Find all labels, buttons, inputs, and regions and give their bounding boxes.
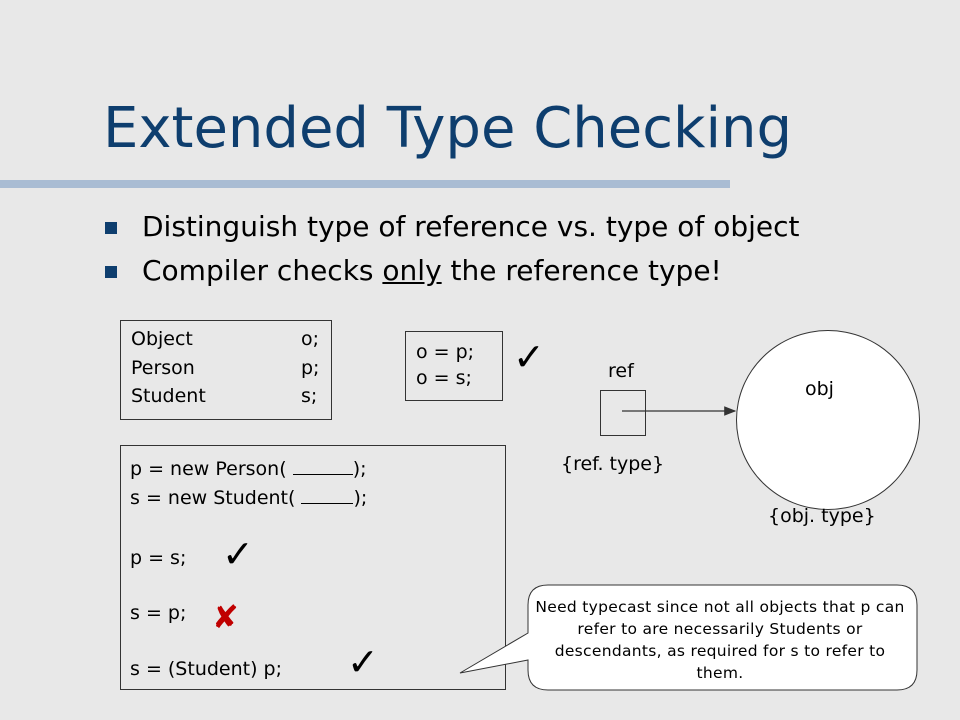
program-text: s = new Student(: [130, 487, 296, 509]
declaration-row: Object o;: [131, 327, 319, 352]
program-line: p = new Person( );: [130, 456, 367, 482]
check-mark-icon: ✓: [347, 640, 379, 684]
blank-placeholder: [292, 456, 353, 475]
program-box: p = new Person( ); s = new Student( ); p…: [120, 445, 506, 690]
program-line: s = (Student) p;: [130, 658, 283, 680]
program-text: );: [352, 458, 367, 480]
reference-box: [600, 390, 646, 436]
slide-title: Extended Type Checking: [103, 96, 793, 161]
check-mark-icon: ✓: [222, 532, 254, 576]
check-mark-icon: ✓: [513, 335, 545, 379]
assignments-box: o = p; o = s;: [405, 331, 503, 401]
declaration-type: Person: [131, 357, 195, 379]
declaration-var: o;: [301, 328, 320, 350]
square-bullet-icon: [105, 266, 117, 278]
declaration-row: Person p;: [131, 356, 319, 381]
ref-type-label: {ref. type}: [561, 453, 665, 475]
callout-text: Need typecast since not all objects that…: [535, 598, 905, 682]
obj-label: obj: [805, 378, 834, 400]
bullet-text-pre: Compiler checks: [142, 254, 383, 287]
bullet-text-emphasis: only: [382, 254, 442, 287]
ref-label: ref: [608, 360, 634, 382]
declaration-type: Object: [131, 328, 193, 350]
assignment-line: o = s;: [416, 367, 472, 389]
blank-placeholder: [301, 485, 354, 504]
obj-type-label: {obj. type}: [768, 505, 876, 527]
program-line: s = new Student( );: [130, 485, 367, 511]
bullet-text: Distinguish type of reference vs. type o…: [142, 210, 800, 243]
declaration-type: Student: [131, 385, 206, 407]
program-line: s = p;: [130, 602, 187, 624]
callout-bubble: [459, 584, 918, 691]
bullet-item: Compiler checks only the reference type!: [105, 249, 799, 293]
program-text: );: [353, 487, 368, 509]
bullet-text-post: the reference type!: [441, 254, 722, 287]
object-ellipse: [736, 330, 920, 510]
declaration-row: Student s;: [131, 384, 317, 409]
cross-mark-icon: ✘: [212, 598, 239, 636]
assignment-line: o = p;: [416, 341, 475, 363]
square-bullet-icon: [105, 222, 117, 234]
program-text: p = new Person(: [130, 458, 287, 480]
declaration-var: p;: [301, 357, 320, 379]
declarations-box: Object o; Person p; Student s;: [120, 320, 332, 420]
program-line: p = s;: [130, 547, 187, 569]
title-underline-rule: [0, 180, 730, 188]
bullet-list: Distinguish type of reference vs. type o…: [105, 205, 799, 293]
bullet-item: Distinguish type of reference vs. type o…: [105, 205, 799, 249]
declaration-var: s;: [301, 385, 318, 407]
